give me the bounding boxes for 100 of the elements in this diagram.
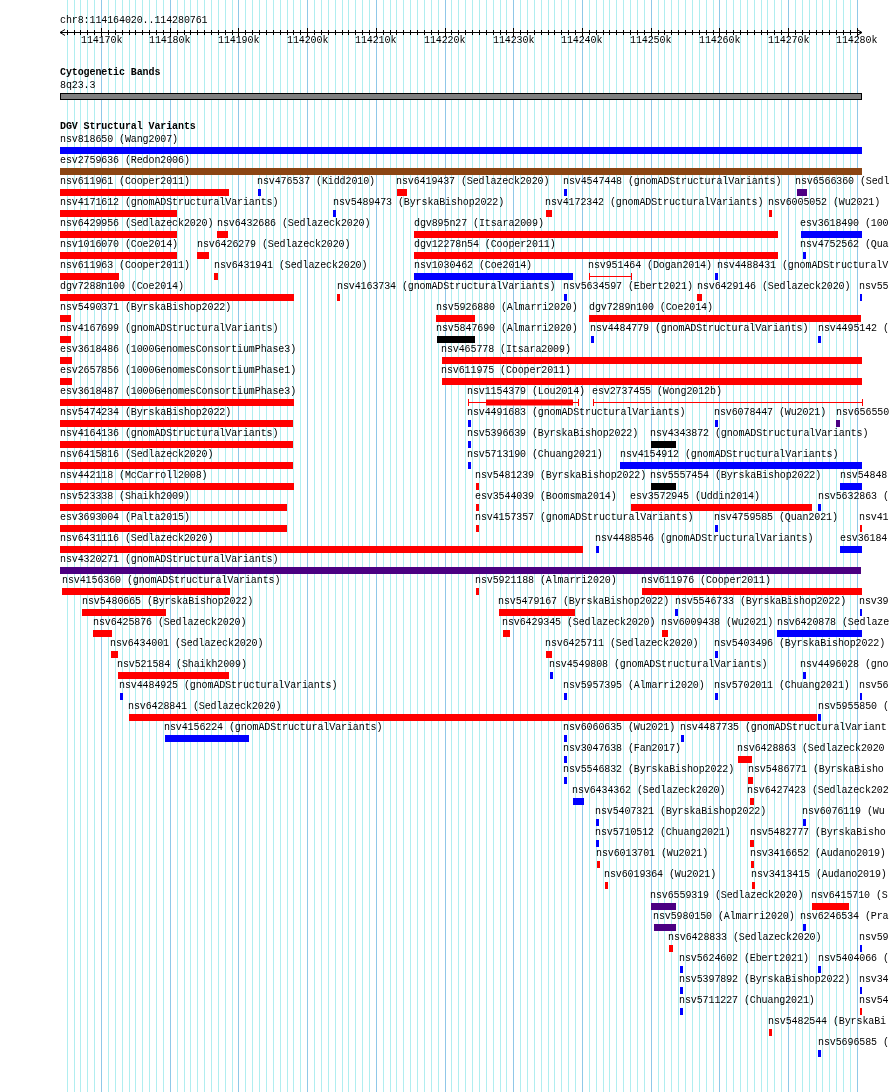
variant-label: nsv521584 (Shaikh2009) [117, 659, 247, 671]
variant-label: nsv4156360 (gnomADStructuralVariants) [62, 575, 281, 587]
variant-label: nsv3413415 (Audano2019) [751, 869, 887, 881]
variant-label: nsv6429146 (Sedlazeck2020) [697, 281, 851, 293]
tick-label: 114270k [768, 35, 810, 47]
variant-label: nsv5407321 (ByrskaBishop2022) [595, 806, 767, 818]
tick-label: 114230k [493, 35, 535, 47]
variant-label: nsv6428833 (Sedlazeck2020) [668, 932, 822, 944]
variant-label: nsv5489473 (ByrskaBishop2022) [333, 197, 505, 209]
variant-label: nsv3047638 (Fan2017) [563, 743, 682, 755]
variant-label: nsv5957395 (Almarri2020) [563, 680, 705, 692]
variant-label: dgv895n27 (Itsara2009) [414, 218, 544, 230]
variant-label: nsv5546733 (ByrskaBishop2022) [675, 596, 847, 608]
variant-label: nsv56 [859, 680, 889, 692]
variant-label: nsv5486771 (ByrskaBisho [748, 764, 884, 776]
variant-label: nsv6019364 (Wu2021) [604, 869, 717, 881]
variant-label: nsv611976 (Cooper2011) [641, 575, 771, 587]
variant-label: nsv5980150 (Almarri2020) [653, 911, 795, 923]
variant-label: nsv4320271 (gnomADStructuralVariants) [60, 554, 279, 566]
variant-label: nsv4163734 (gnomADStructuralVariants) [337, 281, 556, 293]
variant-label: nsv5481239 (ByrskaBishop2022) [475, 470, 647, 482]
variant-label: nsv4167699 (gnomADStructuralVariants) [60, 323, 279, 335]
variant-label: nsv54848 [840, 470, 888, 482]
variant-label: nsv5955850 ( [818, 701, 889, 713]
variant-label: nsv4157357 (gnomADStructuralVariants) [475, 512, 694, 524]
tick-label: 114190k [218, 35, 260, 47]
variant-label: esv3544039 (Boomsma2014) [475, 491, 617, 503]
variant-label: nsv59 [859, 932, 889, 944]
variant-label: nsv4547448 (gnomADStructuralVariants) [563, 176, 782, 188]
variant-label: nsv6428863 (Sedlazeck2020 [737, 743, 885, 755]
variant-label: nsv6431116 (Sedlazeck2020) [60, 533, 214, 545]
variant-label: nsv6434362 (Sedlazeck2020) [572, 785, 726, 797]
variant-label: nsv4171612 (gnomADStructuralVariants) [60, 197, 279, 209]
variant-label: nsv4164136 (gnomADStructuralVariants) [60, 428, 279, 440]
variant-label: esv2657856 (1000GenomesConsortiumPhase1) [60, 365, 297, 377]
variant-label: nsv6432686 (Sedlazeck2020) [217, 218, 371, 230]
variant-label: nsv6246534 (Pra [800, 911, 889, 923]
variant-label: nsv5482777 (ByrskaBisho [750, 827, 886, 839]
variant-label: nsv5632863 ( [818, 491, 889, 503]
tick-label: 114170k [81, 35, 123, 47]
variant-label: nsv4496028 (gno [800, 659, 889, 671]
variant-label: nsv4752562 (Qua [800, 239, 889, 251]
variant-label: dgv12278n54 (Cooper2011) [414, 239, 556, 251]
variant-label: nsv1154379 (Lou2014) [467, 386, 586, 398]
variant-label: nsv5474234 (ByrskaBishop2022) [60, 407, 232, 419]
variant-label: nsv6420878 (Sedlaze [777, 617, 890, 629]
variant-label: nsv4488431 (gnomADStructuralV [717, 260, 889, 272]
tick-label: 114260k [699, 35, 741, 47]
variant-label: nsv6559319 (Sedlazeck2020) [650, 890, 804, 902]
variant-label: esv36184 [840, 533, 888, 545]
variant-label: nsv4487735 (gnomADStructuralVariant [680, 722, 887, 734]
variant-label: esv3572945 (Uddin2014) [630, 491, 760, 503]
variant-label: nsv34 [859, 974, 889, 986]
variant-label: nsv5634597 (Ebert2021) [563, 281, 693, 293]
variant-label: nsv6428841 (Sedlazeck2020) [128, 701, 282, 713]
variant-label: nsv4172342 (gnomADStructuralVariants) [545, 197, 764, 209]
variant-label: nsv4491683 (gnomADStructuralVariants) [467, 407, 686, 419]
variant-label: nsv4484779 (gnomADStructuralVariants) [590, 323, 809, 335]
variant-label: nsv1016070 (Coe2014) [60, 239, 179, 251]
tick-label: 114200k [287, 35, 329, 47]
variant-label: dgv7289n100 (Coe2014) [589, 302, 713, 314]
variant-label: nsv5702011 (Chuang2021) [714, 680, 850, 692]
variant-label: nsv6009438 (Wu2021) [661, 617, 774, 629]
variant-label: nsv41 [859, 512, 889, 524]
variant-label: nsv5396639 (ByrskaBishop2022) [467, 428, 639, 440]
variant-label: nsv6060635 (Wu2021) [563, 722, 676, 734]
variant-label: nsv6005052 (Wu2021) [768, 197, 881, 209]
variant-label: esv3618487 (1000GenomesConsortiumPhase3) [60, 386, 297, 398]
variant-label: esv2759636 (Redon2006) [60, 155, 190, 167]
variant-label: esv3618490 (100 [800, 218, 889, 230]
variant-label: nsv818650 (Wang2007) [60, 134, 179, 146]
variant-label: nsv5479167 (ByrskaBishop2022) [498, 596, 670, 608]
tick-label: 114180k [149, 35, 191, 47]
variant-label: nsv6076119 (Wu [802, 806, 885, 818]
variant-label: nsv5624602 (Ebert2021) [679, 953, 809, 965]
variant-label: esv2737455 (Wong2012b) [592, 386, 722, 398]
variant-label: nsv5696585 ( [818, 1037, 889, 1049]
variant-label: nsv6425711 (Sedlazeck2020) [545, 638, 699, 650]
variant-label: nsv6013701 (Wu2021) [596, 848, 709, 860]
variant-label: nsv5710512 (Chuang2021) [595, 827, 731, 839]
variant-label: nsv6078447 (Wu2021) [714, 407, 827, 419]
variant-label: nsv4484925 (gnomADStructuralVariants) [119, 680, 338, 692]
variant-label: nsv6566360 (Sedl [795, 176, 890, 188]
variant-label: nsv656550 [836, 407, 890, 419]
variant-label: nsv5921188 (Almarri2020) [475, 575, 617, 587]
variant-label: nsv5482544 (ByrskaBi [768, 1016, 887, 1028]
variant-label: nsv6419437 (Sedlazeck2020) [396, 176, 550, 188]
variant-label: nsv4343872 (gnomADStructuralVariants) [650, 428, 869, 440]
variant-label: nsv4154912 (gnomADStructuralVariants) [620, 449, 839, 461]
variant-label: nsv4549808 (gnomADStructuralVariants) [549, 659, 768, 671]
variant-label: nsv54 [859, 995, 889, 1007]
variant-label: nsv1030462 (Coe2014) [414, 260, 533, 272]
variant-label: nsv55 [859, 281, 889, 293]
variant-label: nsv5926880 (Almarri2020) [436, 302, 578, 314]
variant-label: nsv5711227 (Chuang2021) [679, 995, 815, 1007]
variant-label: nsv5557454 (ByrskaBishop2022) [650, 470, 822, 482]
variant-label: nsv4156224 (gnomADStructuralVariants) [164, 722, 383, 734]
variant-label: nsv6425876 (Sedlazeck2020) [93, 617, 247, 629]
coordinate-label: chr8:114164020..114280761 [60, 15, 208, 27]
variant-label: nsv951464 (Dogan2014) [588, 260, 712, 272]
